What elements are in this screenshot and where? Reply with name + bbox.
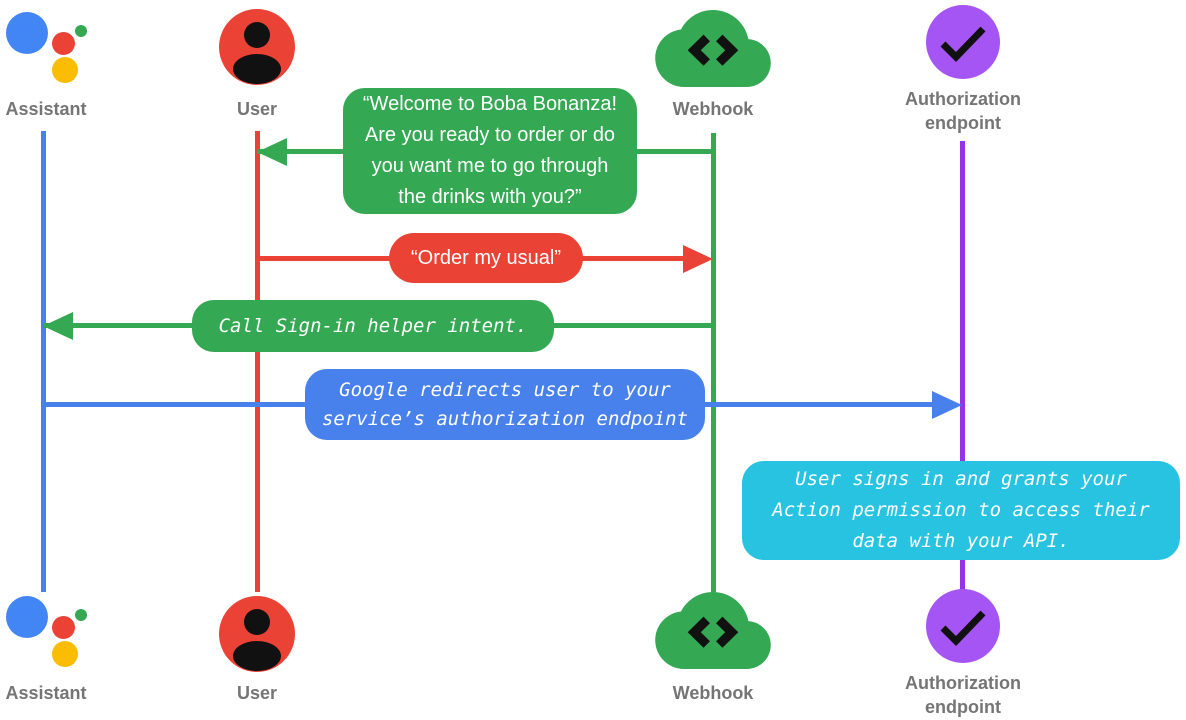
person-icon bbox=[219, 596, 295, 672]
actor-label-user: User bbox=[236, 683, 278, 703]
assistant-yellow-circle bbox=[52, 57, 78, 83]
cloud-code-icon bbox=[655, 592, 771, 670]
assistant-yellow-circle bbox=[52, 641, 78, 667]
arrowhead-right-icon bbox=[683, 245, 713, 273]
message-bubble-welcome: “Welcome to Boba Bonanza! Are you ready … bbox=[343, 88, 637, 214]
checkmark bbox=[940, 610, 986, 646]
assistant-lifeline bbox=[41, 131, 46, 592]
assistant-blue-circle bbox=[6, 12, 48, 54]
actor-label-webhook: Webhook bbox=[672, 683, 754, 703]
webhook-lifeline bbox=[711, 133, 716, 592]
arrowhead-right-icon bbox=[932, 391, 962, 419]
check-circle-icon bbox=[926, 5, 1000, 79]
assistant-blue-circle bbox=[6, 596, 48, 638]
code-bracket-left bbox=[687, 34, 710, 66]
actor-label-user: User bbox=[236, 99, 278, 119]
message-bubble-signin-helper: Call Sign-in helper intent. bbox=[192, 300, 554, 352]
arrowhead-left-icon bbox=[257, 138, 287, 166]
message-bubble-redirect: Google redirects user to your service’s … bbox=[305, 369, 705, 440]
code-bracket-right bbox=[716, 34, 739, 66]
person-head bbox=[244, 609, 270, 635]
actor-label-authorization-endpoint: Authorization endpoint bbox=[905, 89, 1021, 133]
code-bracket-right bbox=[716, 616, 739, 648]
check-circle-icon bbox=[926, 589, 1000, 663]
checkmark bbox=[940, 26, 986, 62]
person-shoulders bbox=[233, 641, 281, 671]
assistant-green-dot bbox=[75, 25, 87, 37]
actor-label-assistant: Assistant bbox=[5, 99, 87, 119]
person-shoulders bbox=[233, 54, 281, 84]
note-bubble-user-grants: User signs in and grants your Action per… bbox=[742, 461, 1180, 560]
google-assistant-icon bbox=[4, 11, 96, 97]
user-lifeline bbox=[255, 131, 260, 592]
actor-label-webhook: Webhook bbox=[672, 99, 754, 119]
google-assistant-icon bbox=[4, 595, 96, 681]
person-head bbox=[244, 22, 270, 48]
cloud-code-icon bbox=[655, 10, 771, 88]
assistant-red-circle bbox=[52, 616, 75, 639]
person-icon bbox=[219, 9, 295, 85]
assistant-red-circle bbox=[52, 32, 75, 55]
actor-label-authorization-endpoint: Authorization endpoint bbox=[905, 673, 1021, 717]
code-bracket-left bbox=[687, 616, 710, 648]
arrowhead-left-icon bbox=[43, 312, 73, 340]
assistant-green-dot bbox=[75, 609, 87, 621]
message-bubble-order: “Order my usual” bbox=[389, 233, 583, 283]
actor-label-assistant: Assistant bbox=[5, 683, 87, 703]
authorization-endpoint-lifeline bbox=[960, 141, 965, 592]
